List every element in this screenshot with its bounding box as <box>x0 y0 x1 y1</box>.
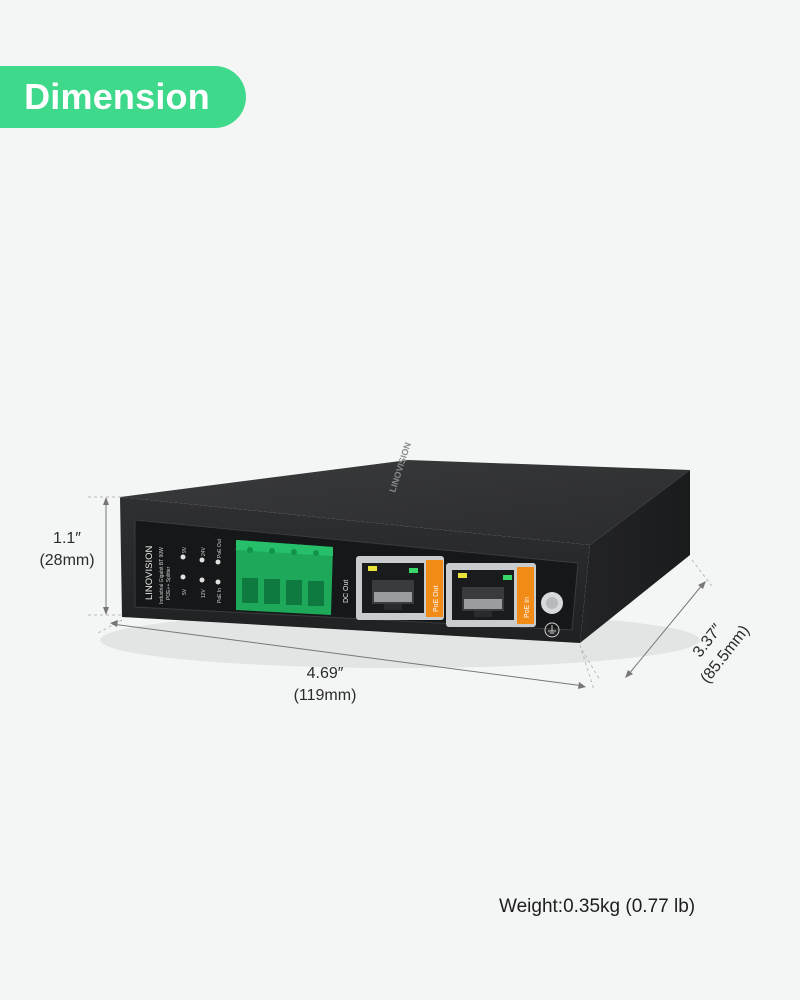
led-label-poe-out: PoE Out <box>217 538 223 558</box>
led-poe-in <box>215 559 221 565</box>
width-inches: 4.69″ <box>306 665 344 682</box>
model-line1-text: Industrial Gigabit BT 90W <box>159 547 165 604</box>
led-9v <box>180 574 186 580</box>
dc-out-label: DC Out <box>343 580 350 603</box>
led-24v <box>199 577 205 583</box>
ground-symbol-icon <box>544 622 560 638</box>
brand-front-text: LINOVISION <box>144 545 155 600</box>
terminal-block: Voltage <box>235 539 333 615</box>
dimension-badge-label: Dimension <box>24 76 210 117</box>
device-side-face <box>580 470 690 643</box>
led-label-poe-in: PoE In <box>217 588 223 603</box>
led-label-12v: 12V <box>201 588 207 598</box>
height-dimension-line <box>88 496 122 616</box>
led-label-24v: 24V <box>201 546 207 556</box>
dimension-badge: Dimension <box>0 66 246 128</box>
port-label-poe-out: PoE Out <box>433 585 440 612</box>
height-mm: (28mm) <box>39 552 95 569</box>
led-label-5v: 5V <box>182 588 188 595</box>
led-5v <box>180 554 186 560</box>
led-label-9v: 9V <box>182 546 188 553</box>
depth-dimension-line <box>581 559 713 681</box>
model-line2-text: POE++ Splitter <box>166 566 172 600</box>
rj45-port-poe-out: PoE Out <box>356 556 444 620</box>
led-12v <box>199 557 205 563</box>
width-dimension-label: 4.69″ (119mm) <box>280 663 370 707</box>
led-poe-out <box>215 579 221 585</box>
device-top-face <box>120 460 690 545</box>
weight-text: Weight:0.35kg (0.77 lb) <box>499 896 696 917</box>
width-mm: (119mm) <box>293 687 357 704</box>
height-inches: 1.1″ <box>53 530 81 547</box>
width-dimension-line <box>95 619 595 691</box>
height-dimension-label: 1.1″ (28mm) <box>28 528 106 572</box>
port-label-poe-in: PoE In <box>524 597 531 618</box>
rj45-port-poe-in: PoE In <box>446 563 536 627</box>
